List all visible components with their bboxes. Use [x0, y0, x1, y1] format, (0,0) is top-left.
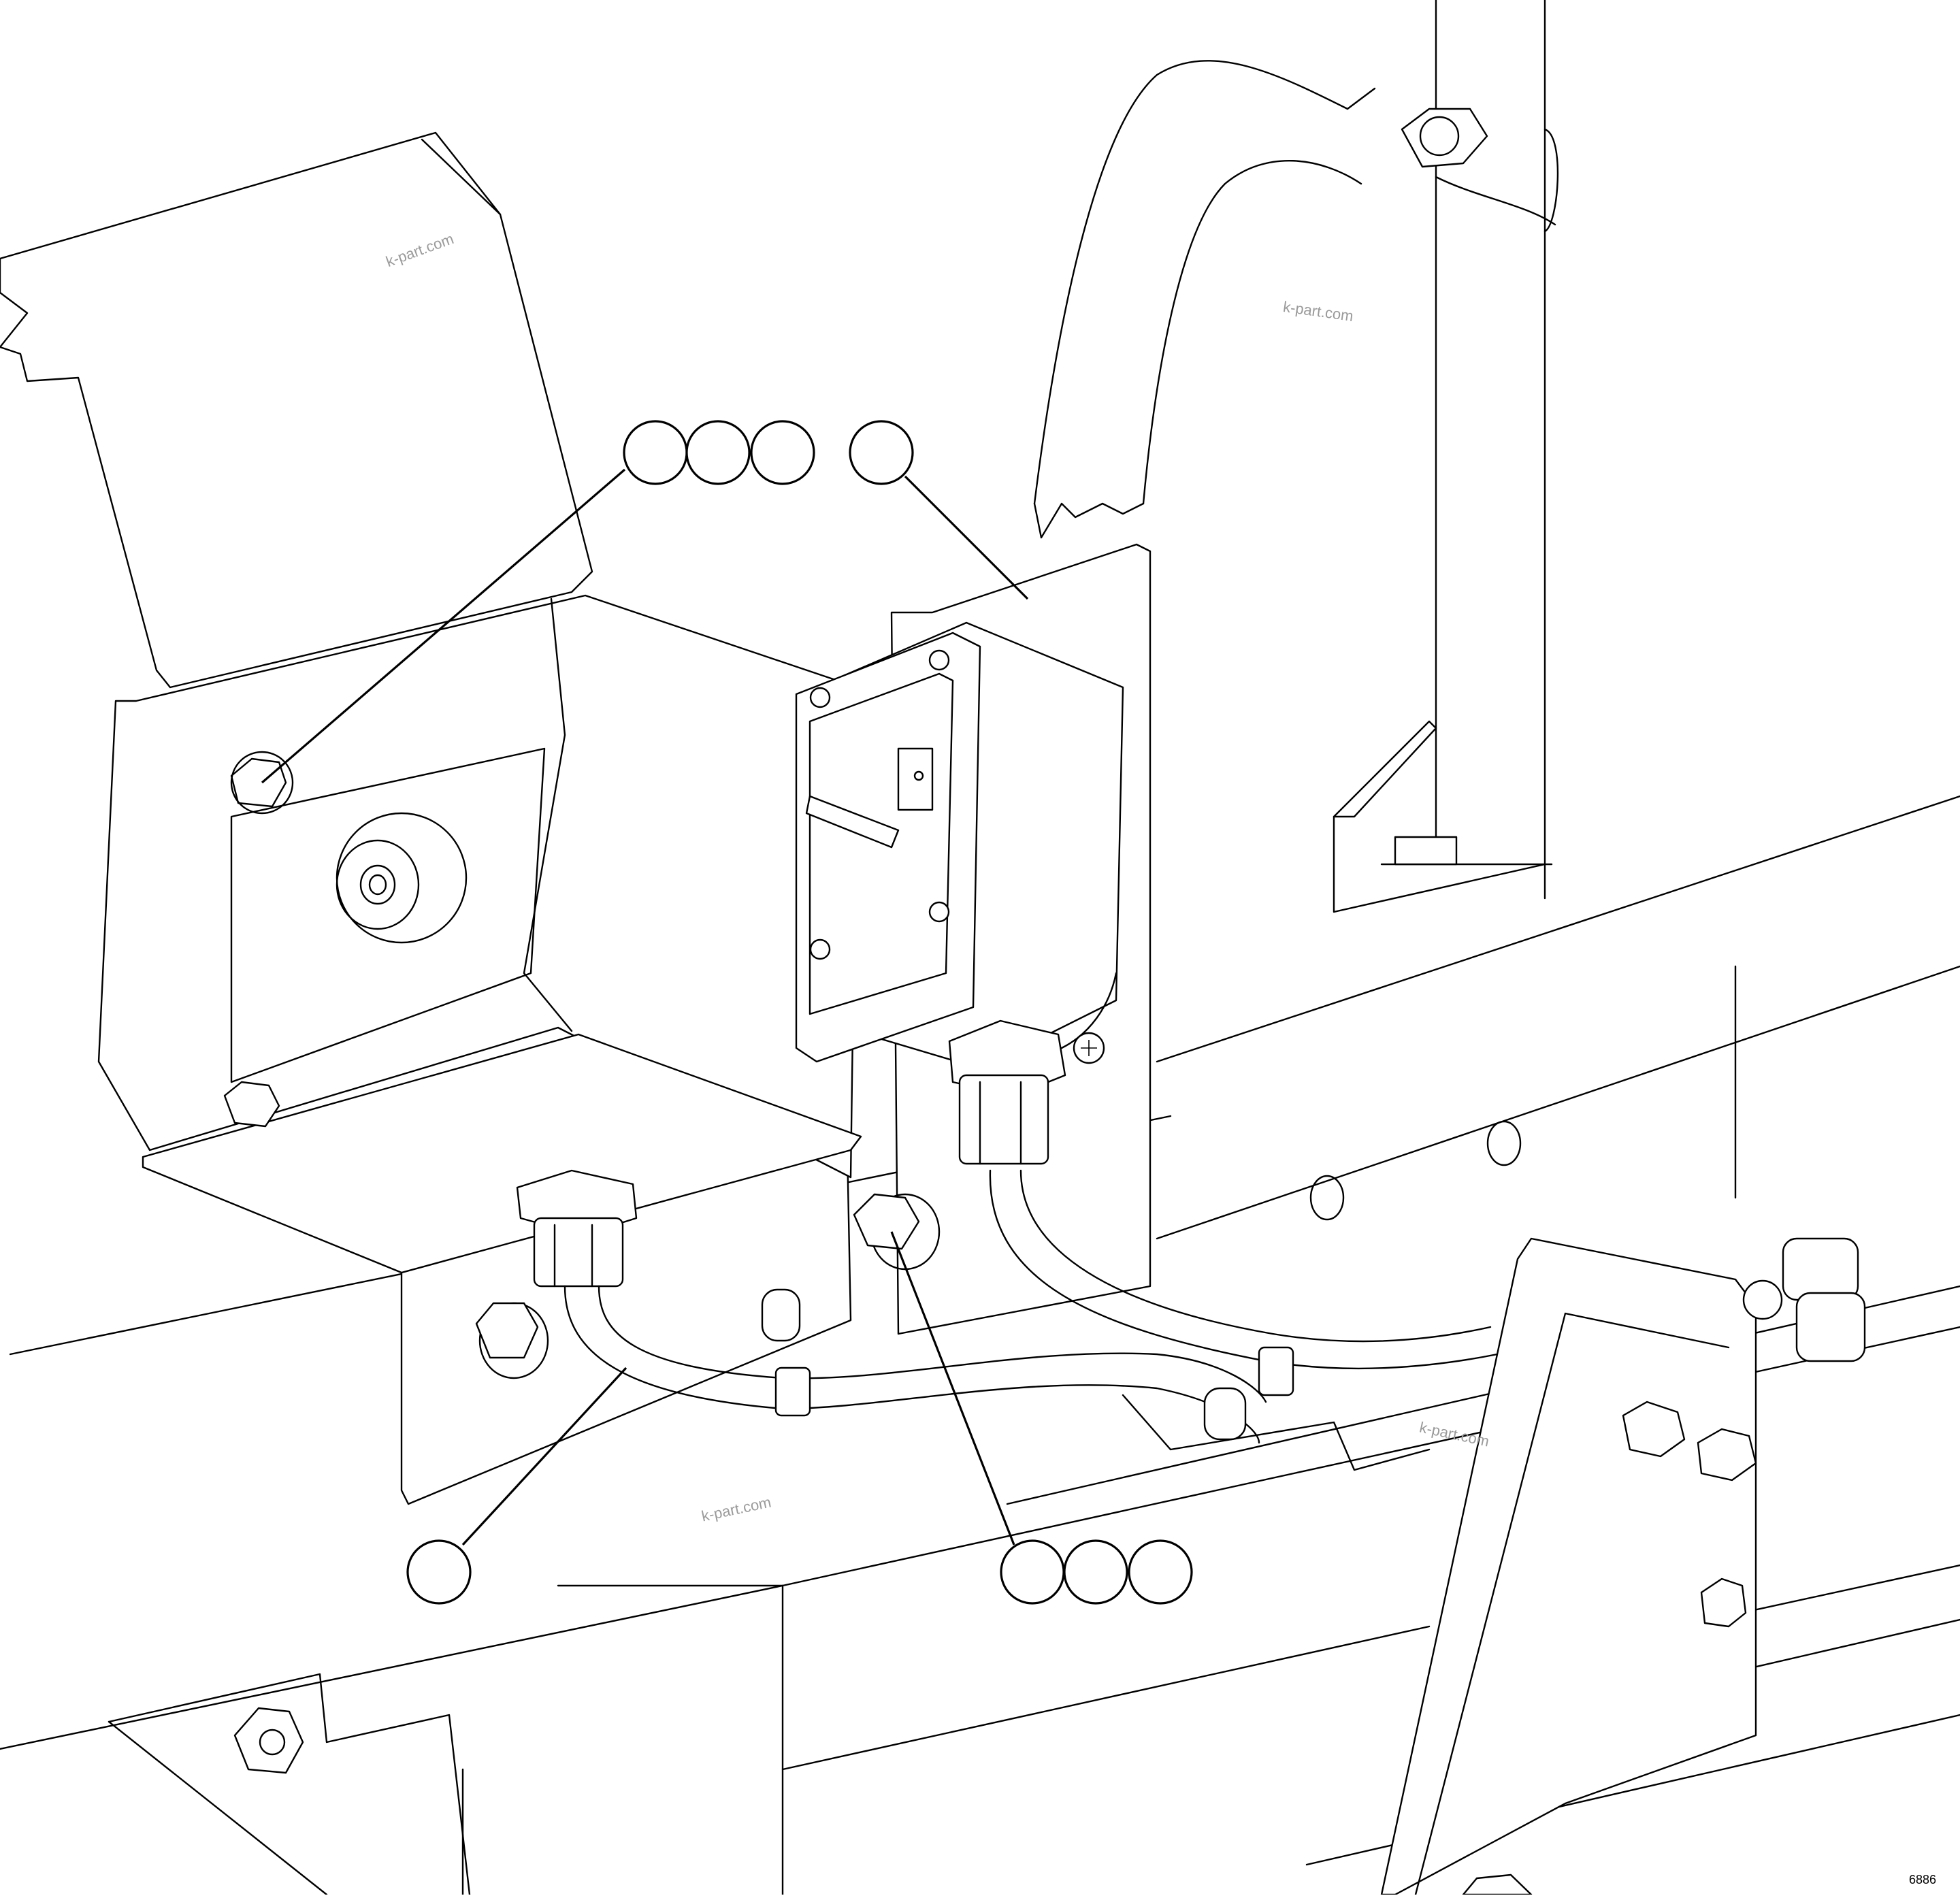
- cable-glands: [516, 1019, 1066, 1288]
- electrical-box-left: [0, 131, 862, 1274]
- callout-bubble: [685, 420, 751, 485]
- frame-bolt-left: [233, 1707, 1533, 1896]
- bracket-bolts: [475, 1193, 941, 1379]
- cables: [564, 1169, 1499, 1444]
- right-bracket-plate: [1380, 1237, 1866, 1896]
- callout-bubble: [849, 420, 914, 485]
- upright-column: [1033, 0, 1559, 913]
- drawing-code: 6886: [1909, 1873, 1937, 1886]
- callout-bubble: [1128, 1539, 1193, 1605]
- callout-group-top-left: [261, 420, 815, 784]
- callout-single-top: [849, 420, 1029, 600]
- callout-bubble: [406, 1539, 472, 1605]
- callout-bubble: [1063, 1539, 1128, 1605]
- callout-bubble: [623, 420, 688, 485]
- callout-single-bottom-left: [406, 1367, 627, 1605]
- callout-group-bottom: [890, 1231, 1193, 1605]
- switch-box-right: [795, 621, 1124, 1070]
- callout-bubble: [750, 420, 815, 485]
- callout-bubble: [1000, 1539, 1065, 1605]
